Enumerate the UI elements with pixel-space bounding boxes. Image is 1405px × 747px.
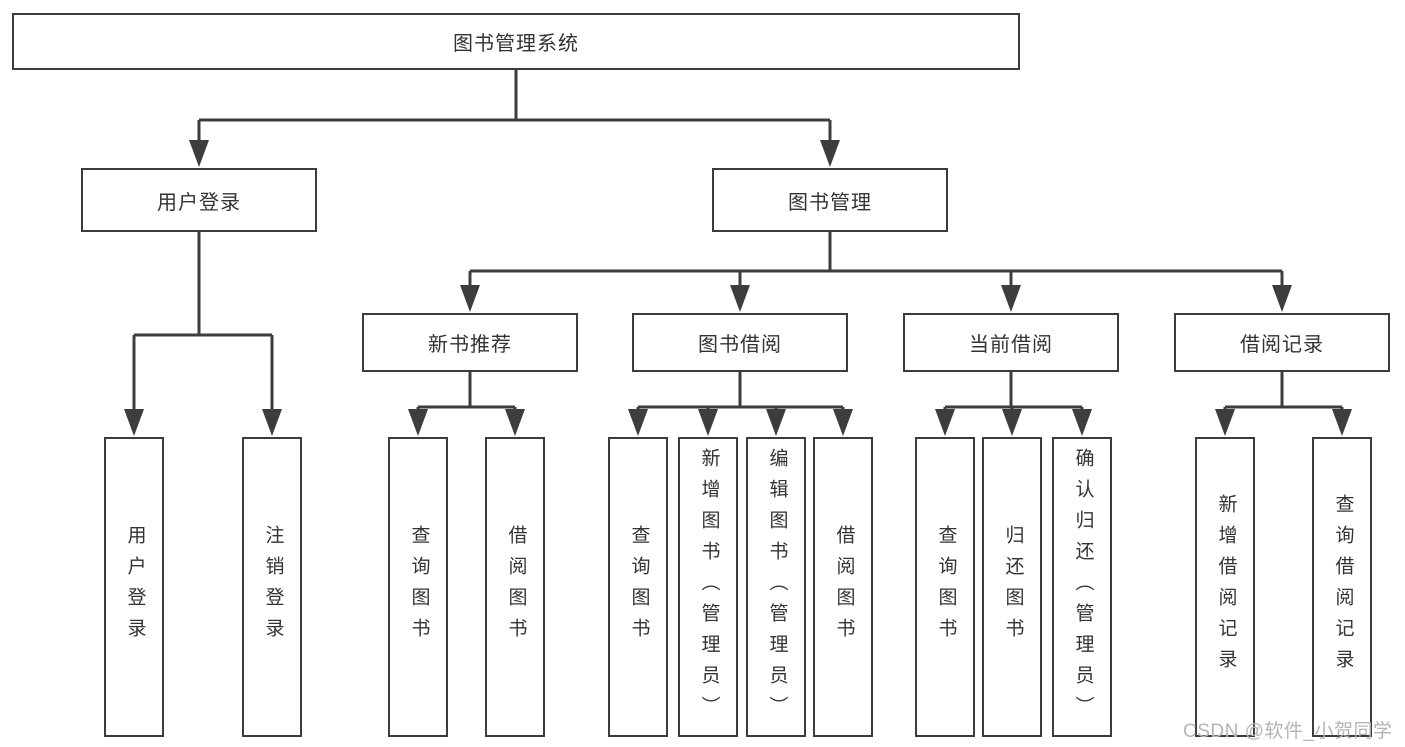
leaf-return-book-label: 归还图书 — [1002, 525, 1024, 649]
leaf-borrow-books-recommend: 借阅图书 — [485, 437, 545, 737]
arrow-down-icon — [1215, 409, 1235, 436]
arrow-down-icon — [833, 409, 853, 436]
leaf-logout: 注销登录 — [242, 437, 302, 737]
arrow-down-icon — [262, 409, 282, 436]
leaf-query-books-borrow-label: 查询图书 — [628, 525, 650, 649]
arrow-down-icon — [460, 285, 480, 312]
node-borrow-records: 借阅记录 — [1174, 313, 1390, 372]
node-user-login: 用户登录 — [81, 168, 317, 232]
leaf-add-borrow-record: 新增借阅记录 — [1195, 437, 1255, 737]
node-current-borrow-label: 当前借阅 — [969, 334, 1053, 356]
node-book-borrow: 图书借阅 — [632, 313, 848, 372]
node-book-borrow-label: 图书借阅 — [698, 334, 782, 356]
arrow-down-icon — [820, 140, 840, 167]
leaf-query-books-current: 查询图书 — [915, 437, 975, 737]
node-user-login-label: 用户登录 — [157, 191, 241, 214]
leaf-edit-book-admin: 编辑图书（管理员） — [746, 437, 806, 737]
leaf-query-books-recommend-label: 查询图书 — [408, 525, 430, 649]
arrow-down-icon — [408, 409, 428, 436]
node-book-management: 图书管理 — [712, 168, 948, 232]
leaf-add-book-admin-label: 新增图书（管理员） — [698, 447, 720, 727]
leaf-borrow-books-label: 借阅图书 — [833, 525, 855, 649]
leaf-query-books-borrow: 查询图书 — [608, 437, 668, 737]
arrow-down-icon — [1072, 409, 1092, 436]
leaf-logout-label: 注销登录 — [262, 525, 284, 649]
arrow-down-icon — [628, 409, 648, 436]
node-book-management-label: 图书管理 — [788, 191, 872, 214]
leaf-query-borrow-record: 查询借阅记录 — [1312, 437, 1372, 737]
leaf-query-books-recommend: 查询图书 — [388, 437, 448, 737]
arrow-down-icon — [698, 409, 718, 436]
node-borrow-records-label: 借阅记录 — [1240, 334, 1324, 356]
leaf-add-borrow-record-label: 新增借阅记录 — [1215, 494, 1237, 680]
arrow-down-icon — [730, 285, 750, 312]
leaf-return-book: 归还图书 — [982, 437, 1042, 737]
leaf-query-borrow-record-label: 查询借阅记录 — [1332, 494, 1354, 680]
leaf-borrow-books-recommend-label: 借阅图书 — [505, 525, 527, 649]
watermark: CSDN @软件_小贺同学 — [1183, 721, 1393, 742]
arrow-down-icon — [1272, 285, 1292, 312]
node-root: 图书管理系统 — [12, 13, 1020, 70]
arrow-down-icon — [189, 140, 209, 167]
leaf-user-login-label: 用户登录 — [124, 525, 146, 649]
leaf-borrow-books: 借阅图书 — [813, 437, 873, 737]
arrow-down-icon — [935, 409, 955, 436]
arrow-down-icon — [1001, 285, 1021, 312]
node-new-book-recommend-label: 新书推荐 — [428, 334, 512, 356]
leaf-add-book-admin: 新增图书（管理员） — [678, 437, 738, 737]
arrow-down-icon — [505, 409, 525, 436]
leaf-confirm-return-admin: 确认归还（管理员） — [1052, 437, 1112, 737]
arrow-down-icon — [1332, 409, 1352, 436]
node-root-label: 图书管理系统 — [453, 33, 579, 55]
node-current-borrow: 当前借阅 — [903, 313, 1119, 372]
leaf-query-books-current-label: 查询图书 — [935, 525, 957, 649]
arrow-down-icon — [1002, 409, 1022, 436]
leaf-confirm-return-admin-label: 确认归还（管理员） — [1072, 447, 1094, 727]
leaf-edit-book-admin-label: 编辑图书（管理员） — [766, 447, 788, 727]
leaf-user-login: 用户登录 — [104, 437, 164, 737]
node-new-book-recommend: 新书推荐 — [362, 313, 578, 372]
arrow-down-icon — [124, 409, 144, 436]
arrow-down-icon — [766, 409, 786, 436]
